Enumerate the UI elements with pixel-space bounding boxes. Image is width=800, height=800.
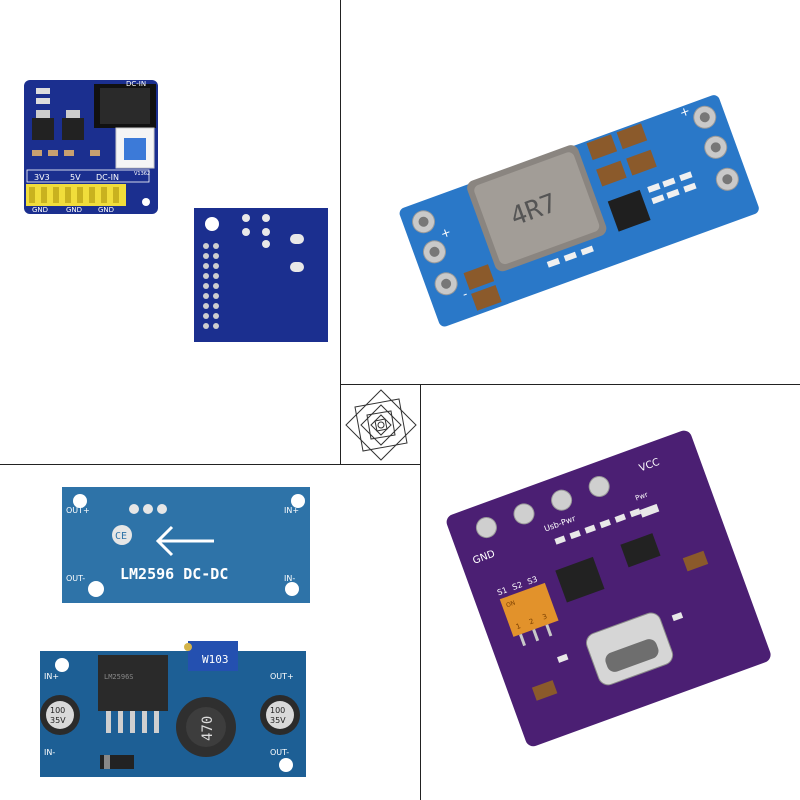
label-dc-in-top: DC-IN <box>126 80 146 88</box>
plus-label-left: + <box>439 225 453 242</box>
label-model: V1362 <box>134 171 150 177</box>
front-out-minus: OUT- <box>270 748 289 757</box>
cap-right-voltage: 35V <box>270 716 286 725</box>
label-dc-in: DC-IN <box>96 173 119 182</box>
capacitor-right: 100 35V <box>260 695 300 735</box>
pcb-boost: 4R7 + + - <box>399 95 759 327</box>
panel-boost-module: 4R7 + + - <box>341 0 800 384</box>
cap-right-value: 100 <box>270 706 285 715</box>
minus-label: - <box>460 287 469 302</box>
switch-3: 3 <box>541 612 548 621</box>
label-gnd-2: GND <box>66 206 82 214</box>
switch-1: 1 <box>515 622 522 631</box>
pcb-purple: GND VCC Usb-Pwr Pwr S1 S2 S3 ON 1 2 3 <box>446 430 771 747</box>
divider-vertical-top <box>340 0 341 465</box>
lm2596-back: CE OUT+ OUT- IN+ IN- LM2596 DC-DC <box>62 487 310 603</box>
spiral-square-logo-icon <box>345 389 417 461</box>
label-5v: 5V <box>70 173 81 182</box>
pcb-back <box>194 208 328 342</box>
panel-power-module-blue: DC-IN V1362 3V3 5V DC-IN GND GND GND <box>0 0 340 464</box>
label-gnd-1: GND <box>32 206 48 214</box>
usb-c-port <box>585 612 674 686</box>
inductor-470: 470 <box>200 716 216 741</box>
back-in-plus: IN+ <box>284 506 299 515</box>
pot-label: W103 <box>202 653 229 666</box>
lm2596-front: LM2596S W103 470 100 35V <box>40 641 306 777</box>
svg-text:CE: CE <box>115 531 127 542</box>
cap-left-value: 100 <box>50 706 65 715</box>
pin-header-yellow <box>26 184 126 206</box>
inductor: 4R7 <box>467 145 607 272</box>
label-s3: S3 <box>526 575 539 587</box>
divider-vertical-bottom <box>420 384 421 800</box>
front-in-plus: IN+ <box>44 672 59 681</box>
back-out-minus: OUT- <box>66 574 85 583</box>
label-s1: S1 <box>496 585 509 597</box>
pcb-front: DC-IN V1362 3V3 5V DC-IN GND GND GND <box>24 80 158 214</box>
panel-usbc-module: GND VCC Usb-Pwr Pwr S1 S2 S3 ON 1 2 3 <box>421 385 800 800</box>
center-logo <box>341 385 420 464</box>
capacitor-left: 100 35V <box>40 695 80 735</box>
label-gnd-3: GND <box>98 206 114 214</box>
panel-lm2596-modules: CE OUT+ OUT- IN+ IN- LM2596 DC-DC LM2596… <box>0 465 420 800</box>
divider-horizontal-right <box>340 384 800 385</box>
back-out-plus: OUT+ <box>66 506 90 515</box>
label-s2: S2 <box>511 580 524 592</box>
cap-left-voltage: 35V <box>50 716 66 725</box>
label-pwr: Pwr <box>634 491 649 503</box>
label-3v3: 3V3 <box>34 173 50 182</box>
switch-2: 2 <box>528 617 535 626</box>
plus-label-right: + <box>678 103 692 120</box>
switch-on-label: ON <box>505 599 516 609</box>
chip-label: LM2596S <box>104 673 134 681</box>
back-title: LM2596 DC-DC <box>120 565 228 583</box>
divider-horizontal-left <box>0 464 420 465</box>
back-in-minus: IN- <box>284 574 295 583</box>
front-out-plus: OUT+ <box>270 672 294 681</box>
front-in-minus: IN- <box>44 748 55 757</box>
dip-switch: S1 S2 S3 ON 1 2 3 <box>496 575 559 647</box>
